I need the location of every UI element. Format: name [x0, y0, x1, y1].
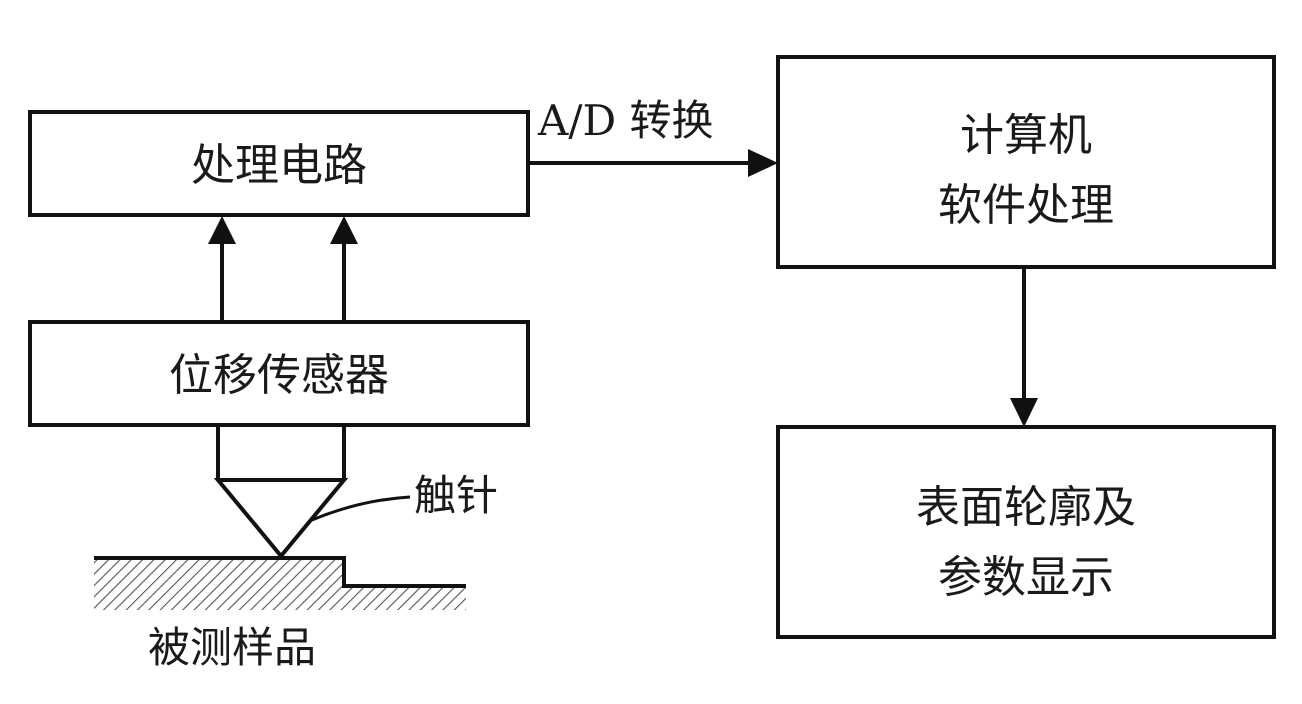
computer-to-display-arrow — [1010, 267, 1038, 427]
display-node: 表面轮廓及 参数显示 — [776, 425, 1276, 639]
sample-surface — [94, 556, 466, 610]
stylus-label: 触针 — [414, 471, 498, 520]
processing-circuit-label: 处理电路 — [191, 140, 367, 191]
processing-to-computer-arrow — [528, 149, 778, 177]
stylus-probe — [213, 425, 349, 560]
stylus-leader-line — [311, 495, 411, 522]
display-label-line2: 参数显示 — [938, 552, 1114, 603]
ad-conversion-label: A/D 转换 — [537, 96, 714, 145]
display-label-line1: 表面轮廓及 — [916, 482, 1136, 533]
sample-label: 被测样品 — [148, 623, 316, 672]
displacement-sensor-label: 位移传感器 — [169, 350, 389, 401]
sensor-to-processing-arrow-right — [330, 216, 358, 322]
displacement-sensor-node: 位移传感器 — [28, 320, 530, 427]
computer-node: 计算机 软件处理 — [776, 55, 1276, 269]
processing-circuit-node: 处理电路 — [28, 110, 530, 217]
computer-label-line2: 软件处理 — [938, 180, 1114, 231]
computer-label-line1: 计算机 — [960, 110, 1092, 161]
sensor-to-processing-arrow-left — [208, 216, 236, 322]
